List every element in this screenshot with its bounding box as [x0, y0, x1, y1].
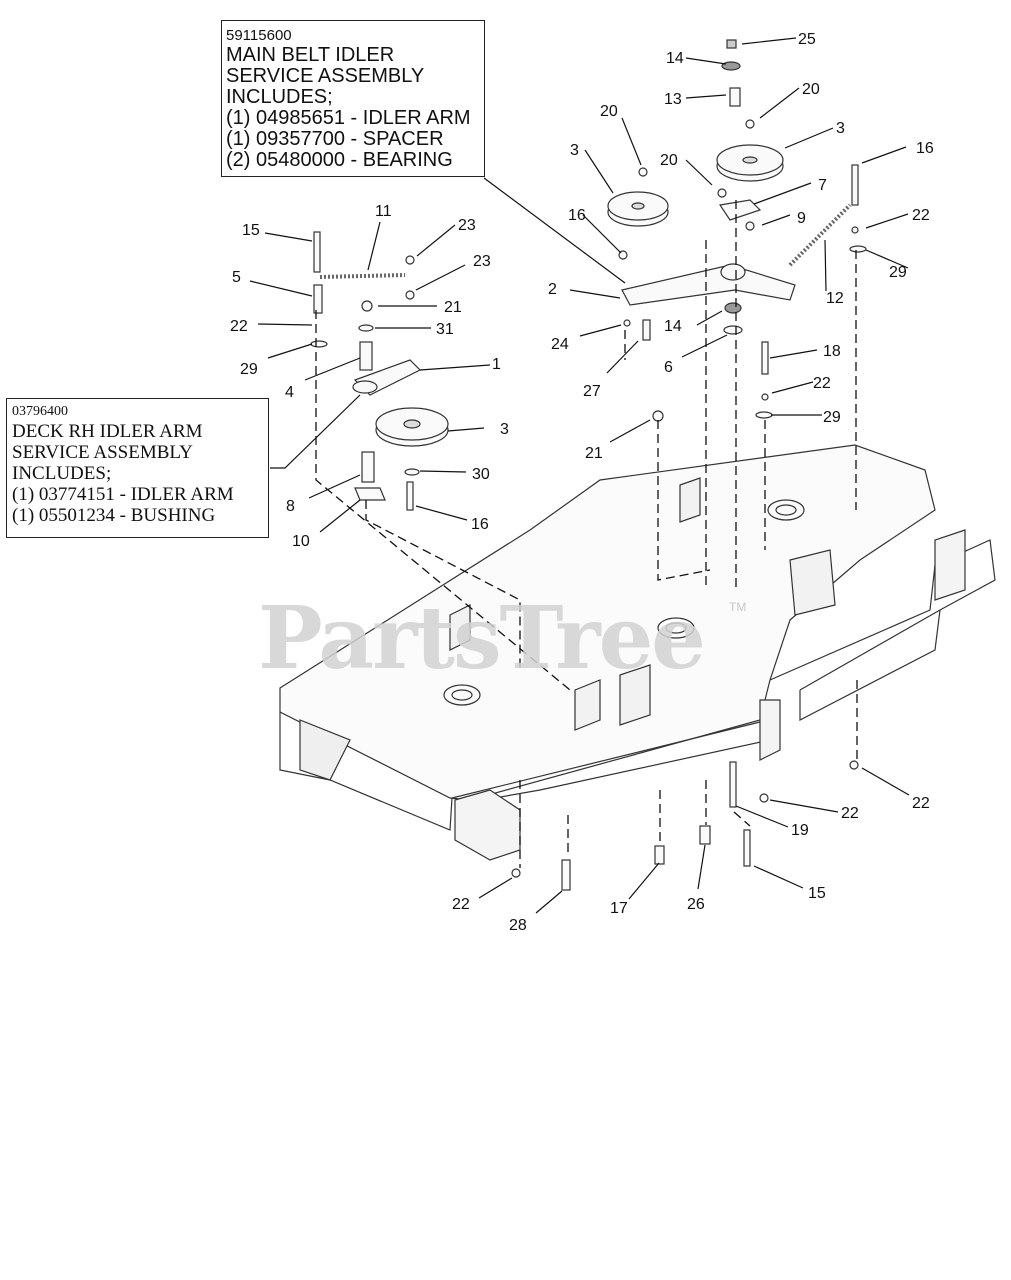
callout-20: 20: [660, 152, 678, 169]
callout-22: 22: [841, 805, 859, 822]
main-assembly-line: INCLUDES;: [226, 86, 333, 108]
partstree-watermark: PartsTree: [258, 588, 706, 689]
callout-22: 22: [452, 896, 470, 913]
deck-assembly-line: DECK RH IDLER ARM: [12, 421, 203, 442]
callout-30: 30: [472, 466, 490, 483]
callout-29: 29: [889, 264, 907, 281]
callout-10: 10: [292, 533, 310, 550]
callout-26: 26: [687, 896, 705, 913]
callout-22: 22: [230, 318, 248, 335]
callout-14: 14: [666, 50, 684, 67]
watermark-trademark: TM: [729, 600, 747, 614]
callout-22: 22: [813, 375, 831, 392]
callout-3: 3: [570, 142, 579, 159]
callout-23: 23: [473, 253, 491, 270]
main-assembly-line: MAIN BELT IDLER: [226, 44, 395, 66]
callout-23: 23: [458, 217, 476, 234]
callout-2: 2: [548, 281, 557, 298]
callout-20: 20: [802, 81, 820, 98]
deck-assembly-line: INCLUDES;: [12, 463, 112, 484]
callout-29: 29: [240, 361, 258, 378]
main-assembly-line: SERVICE ASSEMBLY: [226, 65, 425, 87]
deck-assembly-part-number: 03796400: [12, 404, 68, 419]
callout-16: 16: [568, 207, 586, 224]
callout-16: 16: [916, 140, 934, 157]
main-assembly-line: (1) 04985651 - IDLER ARM: [226, 107, 471, 129]
main-assembly-line: (1) 09357700 - SPACER: [226, 128, 444, 150]
main-belt-idler-assembly-box: 59115600 MAIN BELT IDLER SERVICE ASSEMBL…: [221, 20, 485, 177]
deck-assembly-line: SERVICE ASSEMBLY: [12, 442, 193, 463]
callout-6: 6: [664, 359, 673, 376]
callout-15: 15: [808, 885, 826, 902]
callout-21: 21: [444, 299, 462, 316]
callout-9: 9: [797, 210, 806, 227]
callout-18: 18: [823, 343, 841, 360]
deck-rh-idler-assembly-box: 03796400 DECK RH IDLER ARM SERVICE ASSEM…: [6, 398, 269, 538]
callout-22: 22: [912, 795, 930, 812]
assembly-centerlines: [315, 200, 858, 868]
callout-17: 17: [610, 900, 628, 917]
callout-13: 13: [664, 91, 682, 108]
deck-assembly-line: (1) 03774151 - IDLER ARM: [12, 484, 234, 505]
callout-8: 8: [286, 498, 295, 515]
deck-assembly-line: (1) 05501234 - BUSHING: [12, 505, 216, 526]
callout-31: 31: [436, 321, 454, 338]
callout-7: 7: [818, 177, 827, 194]
callout-1: 1: [492, 356, 501, 373]
main-assembly-part-number: 59115600: [226, 27, 292, 44]
callout-5: 5: [232, 269, 241, 286]
callout-16: 16: [471, 516, 489, 533]
callout-12: 12: [826, 290, 844, 307]
callout-11: 11: [375, 203, 392, 220]
callout-15: 15: [242, 222, 260, 239]
callout-4: 4: [285, 384, 294, 401]
callout-leader-lines: [249, 37, 910, 914]
main-assembly-line: (2) 05480000 - BEARING: [226, 149, 453, 171]
callout-20: 20: [600, 103, 618, 120]
callout-21: 21: [585, 445, 603, 462]
callout-19: 19: [791, 822, 809, 839]
callout-3: 3: [836, 120, 845, 137]
callout-27: 27: [583, 383, 601, 400]
callout-3: 3: [500, 421, 509, 438]
callout-14: 14: [664, 318, 682, 335]
callout-29: 29: [823, 409, 841, 426]
callout-22: 22: [912, 207, 930, 224]
callout-28: 28: [509, 917, 527, 934]
idler-parts-group: [310, 39, 867, 891]
mower-deck-body: [279, 444, 996, 861]
callout-25: 25: [798, 31, 816, 48]
callout-24: 24: [551, 336, 569, 353]
